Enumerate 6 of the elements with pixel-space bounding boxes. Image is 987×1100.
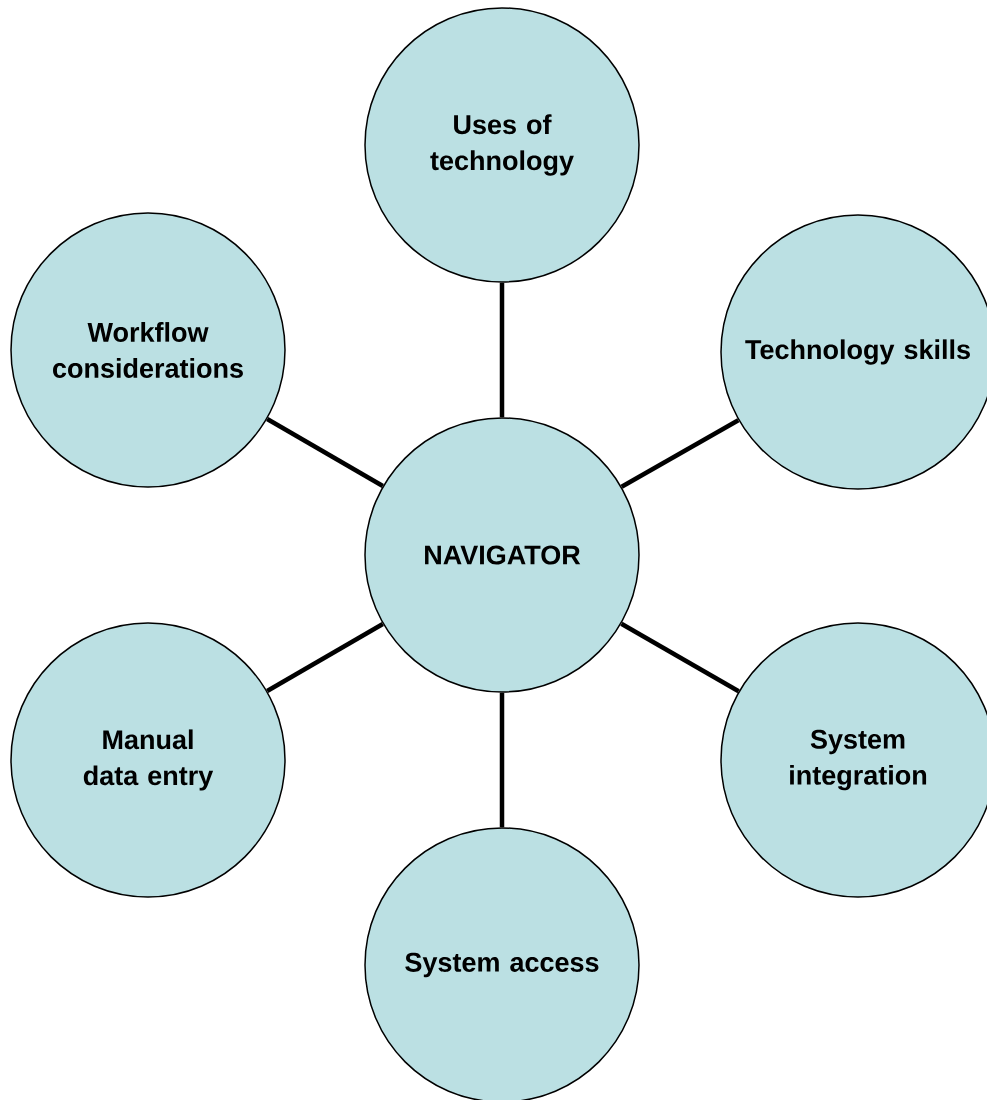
- connector-line: [266, 417, 384, 488]
- connector-line: [499, 692, 505, 828]
- connector-line: [620, 418, 740, 489]
- connector-line: [499, 282, 505, 418]
- connector-line: [620, 621, 740, 694]
- connector-line: [266, 622, 384, 693]
